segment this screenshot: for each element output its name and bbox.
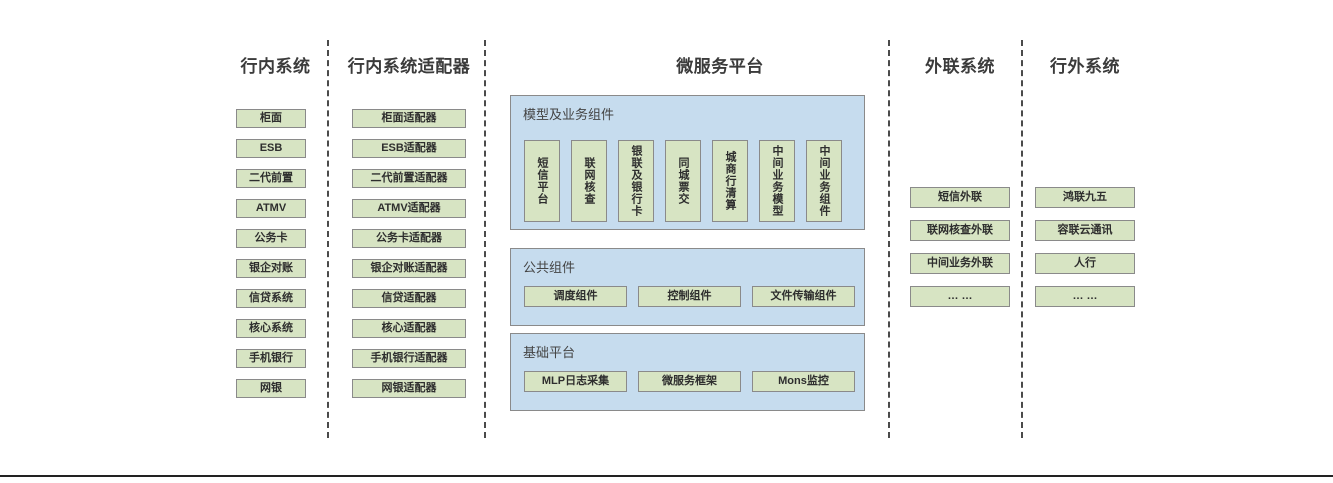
node-internal-system-adapters-7[interactable]: 核心适配器 [352,319,466,338]
node-model-business-components-6[interactable]: 中间业务组件 [806,140,842,222]
node-base-platform-1[interactable]: 微服务框架 [638,371,741,392]
node-outside-bank-systems-1[interactable]: 容联云通讯 [1035,220,1135,241]
node-model-business-components-5[interactable]: 中间业务模型 [759,140,795,222]
node-model-business-components-3[interactable]: 同城票交 [665,140,701,222]
node-public-components-0[interactable]: 调度组件 [524,286,627,307]
node-external-liaison-systems-1[interactable]: 联网核查外联 [910,220,1010,241]
node-outside-bank-systems-3[interactable]: … … [1035,286,1135,307]
node-internal-system-adapters-0[interactable]: 柜面适配器 [352,109,466,128]
column-title-outside-bank-systems: 行外系统 [1050,57,1120,76]
divider-2 [484,40,486,438]
node-model-business-components-4[interactable]: 城商行清算 [712,140,748,222]
divider-1 [327,40,329,438]
node-internal-system-adapters-5[interactable]: 银企对账适配器 [352,259,466,278]
node-model-business-components-2[interactable]: 银联及银行卡 [618,140,654,222]
node-internal-systems-7[interactable]: 核心系统 [236,319,306,338]
node-internal-systems-0[interactable]: 柜面 [236,109,306,128]
node-outside-bank-systems-2[interactable]: 人行 [1035,253,1135,274]
panel-title-base-platform: 基础平台 [523,345,576,360]
node-internal-system-adapters-9[interactable]: 网银适配器 [352,379,466,398]
panel-title-model-business-components: 模型及业务组件 [523,107,615,122]
node-internal-system-adapters-1[interactable]: ESB适配器 [352,139,466,158]
column-title-external-liaison-systems: 外联系统 [925,57,995,76]
bottom-rule [0,475,1333,477]
node-internal-systems-6[interactable]: 信贷系统 [236,289,306,308]
node-internal-systems-3[interactable]: ATMV [236,199,306,218]
node-public-components-2[interactable]: 文件传输组件 [752,286,855,307]
node-public-components-1[interactable]: 控制组件 [638,286,741,307]
node-internal-system-adapters-3[interactable]: ATMV适配器 [352,199,466,218]
node-base-platform-0[interactable]: MLP日志采集 [524,371,627,392]
node-outside-bank-systems-0[interactable]: 鸿联九五 [1035,187,1135,208]
platform-title: 微服务平台 [676,57,764,76]
node-internal-system-adapters-6[interactable]: 信贷适配器 [352,289,466,308]
divider-4 [1021,40,1023,438]
node-external-liaison-systems-0[interactable]: 短信外联 [910,187,1010,208]
node-internal-system-adapters-2[interactable]: 二代前置适配器 [352,169,466,188]
divider-3 [888,40,890,438]
panel-title-public-components: 公共组件 [523,260,576,275]
node-base-platform-2[interactable]: Mons监控 [752,371,855,392]
node-external-liaison-systems-2[interactable]: 中间业务外联 [910,253,1010,274]
column-title-internal-systems: 行内系统 [240,57,311,76]
node-internal-systems-4[interactable]: 公务卡 [236,229,306,248]
node-internal-systems-2[interactable]: 二代前置 [236,169,306,188]
node-internal-systems-1[interactable]: ESB [236,139,306,158]
node-external-liaison-systems-3[interactable]: … … [910,286,1010,307]
node-internal-system-adapters-4[interactable]: 公务卡适配器 [352,229,466,248]
node-model-business-components-0[interactable]: 短信平台 [524,140,560,222]
node-internal-systems-8[interactable]: 手机银行 [236,349,306,368]
column-title-internal-system-adapters: 行内系统适配器 [347,57,471,76]
node-internal-systems-5[interactable]: 银企对账 [236,259,306,278]
node-internal-systems-9[interactable]: 网银 [236,379,306,398]
node-model-business-components-1[interactable]: 联网核查 [571,140,607,222]
node-internal-system-adapters-8[interactable]: 手机银行适配器 [352,349,466,368]
